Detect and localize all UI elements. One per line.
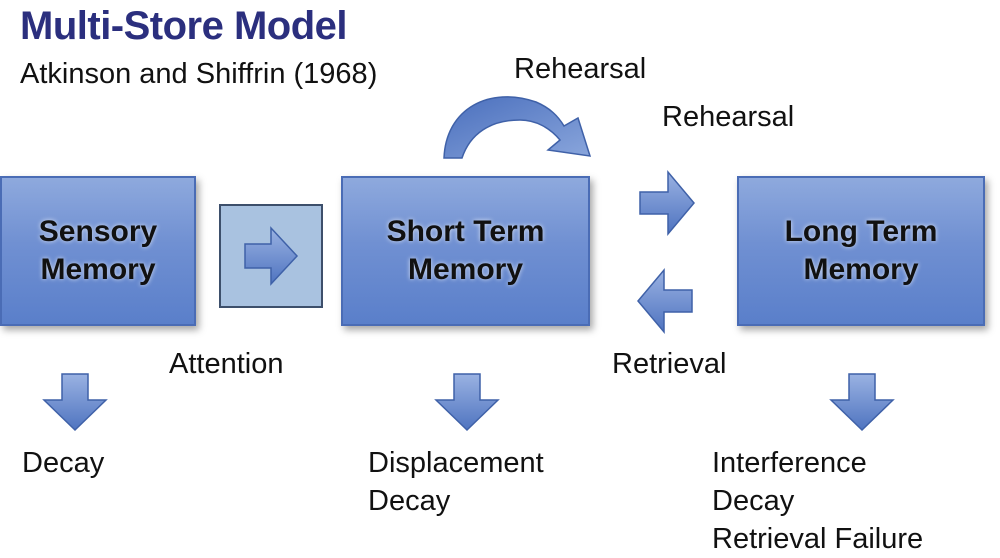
long-term-memory-line1: Long Term (784, 215, 938, 248)
sensory-outcomes: Decay (22, 444, 104, 482)
retrieval-label: Retrieval (612, 348, 727, 380)
attention-arrow-frame (219, 204, 323, 308)
short-term-memory-line2: Memory (407, 253, 524, 286)
short-term-memory-label: Short Term Memory (387, 213, 545, 289)
ltm-outcome-retrieval-failure: Retrieval Failure (712, 523, 924, 555)
long-term-memory-box: Long Term Memory (737, 176, 985, 326)
rehearsal-transfer-arrow-icon (639, 169, 695, 237)
ltm-outcome-decay: Decay (712, 485, 795, 517)
ltm-loss-down-arrow-icon (829, 373, 895, 432)
ltm-outcomes: Interference Decay Retrieval Failure (712, 444, 923, 558)
sensory-memory-box: Sensory Memory (0, 176, 196, 326)
rehearsal-loop-label: Rehearsal (514, 53, 647, 85)
sensory-memory-line2: Memory (40, 253, 156, 286)
attention-arrow-icon (244, 226, 299, 286)
sensory-memory-label: Sensory Memory (39, 213, 157, 289)
stm-outcome-displacement: Displacement (368, 447, 544, 479)
long-term-memory-label: Long Term Memory (785, 213, 938, 289)
short-term-memory-line1: Short Term (386, 215, 545, 248)
rehearsal-loop-arrow-icon (443, 96, 592, 159)
stm-loss-down-arrow-icon (434, 373, 500, 432)
retrieval-arrow-icon (637, 267, 693, 335)
attention-label: Attention (169, 348, 284, 380)
stm-outcomes: Displacement Decay (368, 444, 544, 520)
long-term-memory-line2: Memory (803, 253, 919, 286)
sensory-outcome-decay: Decay (22, 447, 105, 479)
short-term-memory-box: Short Term Memory (341, 176, 590, 326)
rehearsal-transfer-label: Rehearsal (662, 101, 795, 133)
diagram-title: Multi-Store Model (20, 4, 348, 48)
sensory-decay-down-arrow-icon (42, 373, 108, 432)
sensory-memory-line1: Sensory (38, 215, 158, 248)
ltm-outcome-interference: Interference (712, 447, 867, 479)
diagram-subtitle: Atkinson and Shiffrin (1968) (20, 58, 378, 90)
stm-outcome-decay: Decay (368, 485, 451, 517)
